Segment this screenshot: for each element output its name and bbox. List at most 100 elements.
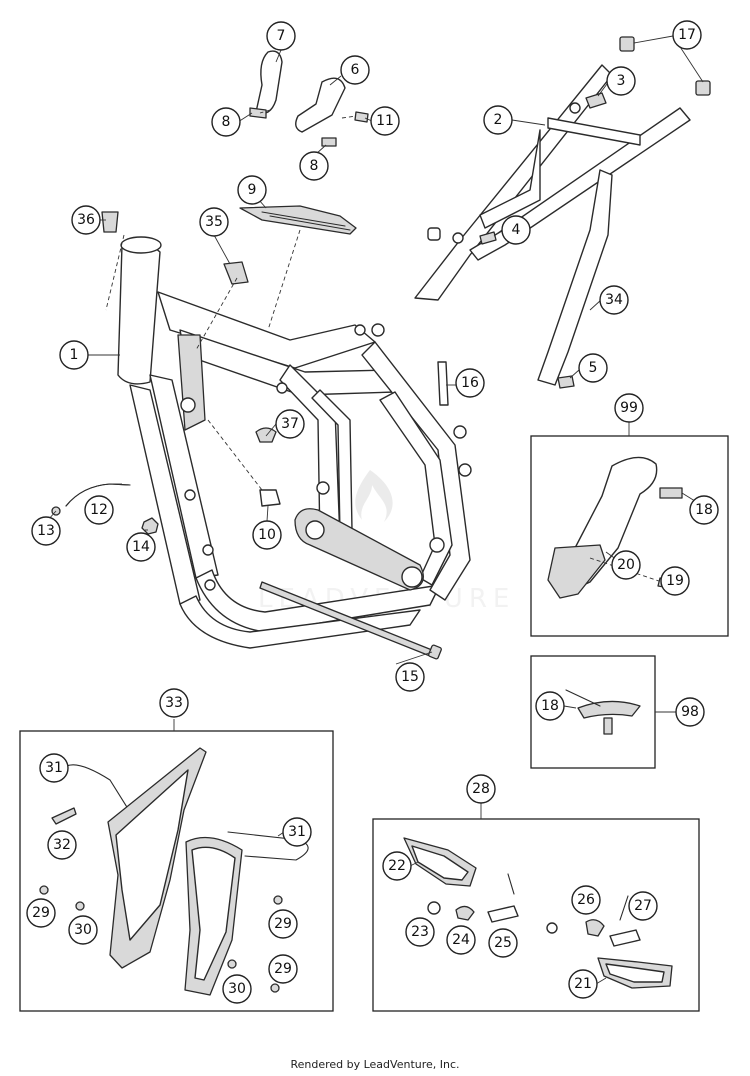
svg-text:6: 6 [351,62,360,78]
callouts: 1 2 3 4 5 6 7 8 8 9 10 11 12 13 14 15 16… [26,20,719,1004]
callout-8-upper: 8 [211,107,241,137]
svg-text:23: 23 [411,924,429,940]
box-28 [372,818,700,1012]
callout-2: 2 [483,105,513,135]
box-33 [19,730,334,1012]
svg-text:10: 10 [258,527,276,543]
dashed-lines [105,109,357,491]
svg-text:31: 31 [288,824,306,840]
box-99 [530,435,729,637]
svg-text:30: 30 [74,922,92,938]
svg-text:99: 99 [620,400,638,416]
callout-30-lower: 30 [222,974,252,1004]
svg-text:24: 24 [452,932,470,948]
callout-15: 15 [395,662,425,692]
svg-text:17: 17 [678,27,696,43]
callout-24: 24 [446,925,476,955]
callout-27: 27 [628,891,658,921]
svg-text:25: 25 [494,935,512,951]
svg-text:29: 29 [32,905,50,921]
svg-text:30: 30 [228,981,246,997]
svg-text:7: 7 [277,28,286,44]
svg-text:4: 4 [512,222,521,238]
svg-text:20: 20 [617,557,635,573]
svg-text:22: 22 [388,858,406,874]
callout-29-left: 29 [26,898,56,928]
leader-lines [47,35,704,985]
frame-guards [39,747,309,996]
svg-text:8: 8 [222,114,231,130]
svg-text:2: 2 [494,112,503,128]
svg-text:27: 27 [634,898,652,914]
callout-23: 23 [405,917,435,947]
callout-35: 35 [199,207,229,237]
callout-21: 21 [568,969,598,999]
callout-98: 98 [675,697,705,727]
callout-18-box98: 18 [535,691,565,721]
svg-text:37: 37 [281,416,299,432]
svg-text:11: 11 [376,113,394,129]
callout-25: 25 [488,928,518,958]
callout-13: 13 [31,516,61,546]
svg-text:26: 26 [577,892,595,908]
svg-text:29: 29 [274,961,292,977]
kickstand-pad [565,689,641,735]
main-frame [117,236,472,649]
svg-text:1: 1 [70,347,79,363]
callout-7: 7 [266,21,296,51]
callout-19: 19 [660,566,690,596]
hardware [51,36,711,660]
callout-14: 14 [126,532,156,562]
callout-10: 10 [252,520,282,550]
svg-text:28: 28 [472,781,490,797]
callout-6: 6 [340,55,370,85]
callout-4: 4 [501,215,531,245]
callout-29-right-lower: 29 [268,954,298,984]
callout-28: 28 [466,774,496,804]
callout-9: 9 [237,175,267,205]
svg-text:14: 14 [132,539,150,555]
svg-text:18: 18 [695,502,713,518]
svg-text:3: 3 [617,73,626,89]
callout-5: 5 [578,353,608,383]
svg-text:13: 13 [37,523,55,539]
callout-37: 37 [275,409,305,439]
callout-1: 1 [59,340,89,370]
svg-text:34: 34 [605,292,623,308]
subframe [414,64,691,386]
svg-text:21: 21 [574,976,592,992]
callout-34: 34 [599,285,629,315]
footer-credit: Rendered by LeadVenture, Inc. [290,1058,460,1071]
callout-17: 17 [672,20,702,50]
callout-8-lower: 8 [299,151,329,181]
svg-text:15: 15 [401,669,419,685]
svg-text:19: 19 [666,573,684,589]
callout-36: 36 [71,205,101,235]
callout-33: 33 [159,688,189,718]
callout-20: 20 [611,550,641,580]
watermark: LEADVENTURE [258,470,509,614]
callout-16: 16 [455,368,485,398]
svg-text:5: 5 [589,360,598,376]
callout-3: 3 [606,66,636,96]
svg-text:29: 29 [274,916,292,932]
svg-text:98: 98 [681,704,699,720]
callout-99: 99 [614,393,644,423]
svg-text:35: 35 [205,214,223,230]
callout-18-box99: 18 [689,495,719,525]
watermark-flame-icon [355,470,393,522]
svg-text:8: 8 [310,158,319,174]
footpegs [403,837,673,989]
svg-text:31: 31 [45,760,63,776]
svg-text:12: 12 [90,502,108,518]
callout-32: 32 [47,830,77,860]
callout-29-right-upper: 29 [268,909,298,939]
svg-text:9: 9 [248,182,257,198]
svg-text:18: 18 [541,698,559,714]
svg-text:16: 16 [461,375,479,391]
callout-30-left: 30 [68,915,98,945]
callout-11: 11 [370,106,400,136]
svg-text:36: 36 [77,212,95,228]
svg-text:33: 33 [165,695,183,711]
